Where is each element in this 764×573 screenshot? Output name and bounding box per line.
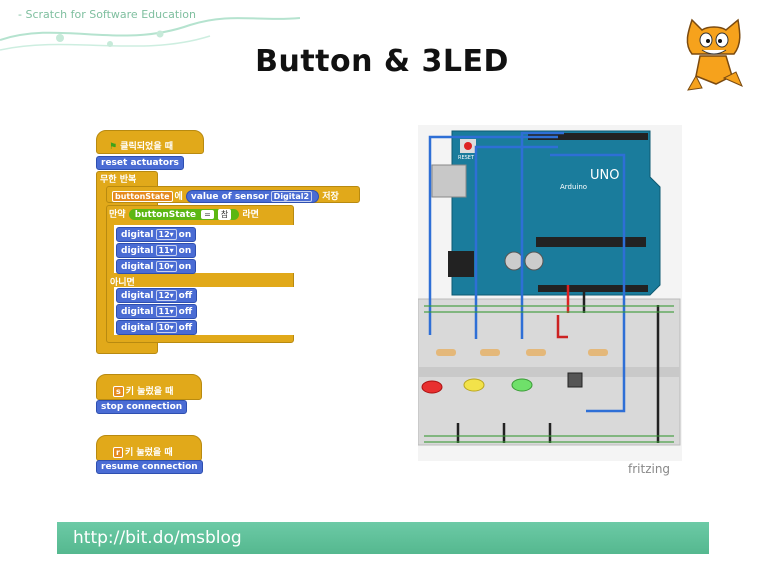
set-to-label: 에 [174, 192, 183, 202]
key-hat-label-1: 키 눌렀을 때 [125, 387, 174, 397]
green-flag-icon: ⚑ [109, 142, 118, 152]
set-var-dropdown[interactable]: buttonState [112, 191, 173, 202]
wire-2 [474, 145, 558, 339]
pin-dropdown[interactable]: 10▾ [155, 322, 177, 333]
digital-on-label: digital [121, 230, 154, 240]
pin-dropdown[interactable]: 11▾ [155, 306, 177, 317]
digital-off-state: off [178, 323, 193, 333]
arduino-board [451, 130, 661, 296]
digital-off-state: off [178, 291, 193, 301]
if-header: 만약 buttonState =참 라면 [109, 207, 259, 220]
resume-connection-block[interactable]: resume connection [96, 460, 203, 474]
forever-label: 무한 반복 [100, 175, 137, 185]
header-tag: - Scratch for Software Education [18, 8, 196, 21]
digital-on-label: digital [121, 262, 154, 272]
digital-on-state: on [178, 230, 192, 240]
wire-1 [428, 135, 558, 335]
resistors [436, 349, 608, 356]
set-save-label: 저장 [322, 192, 339, 202]
board-brand: Arduino [560, 183, 587, 191]
push-button [567, 372, 583, 388]
board-logo: UNO [590, 168, 619, 183]
digital-on-state: on [178, 246, 192, 256]
sensor-dropdown[interactable]: Digital2 [270, 191, 313, 202]
pin-dropdown[interactable]: 11▾ [155, 245, 177, 256]
digital-off-label: digital [121, 323, 154, 333]
wire-4 [550, 153, 626, 413]
wire-dark [582, 285, 660, 443]
condition-reporter[interactable]: buttonState =참 [128, 209, 240, 220]
key-dropdown-1[interactable]: s [113, 386, 124, 397]
condition-value[interactable]: 참 [217, 209, 232, 220]
digital-on-state: on [178, 262, 192, 272]
key-hat-label-2: 키 눌렀을 때 [124, 448, 173, 458]
pin-dropdown[interactable]: 12▾ [155, 290, 177, 301]
if-label: 만약 [109, 210, 126, 220]
flag-hat-block[interactable]: ⚑ 클릭되었을 때 [96, 130, 204, 154]
circuit-diagram: RESET UNO Arduino [418, 125, 682, 461]
fritzing-watermark: fritzing [628, 462, 671, 476]
led-yellow [463, 378, 485, 392]
led-green [511, 378, 533, 392]
pin-dropdown[interactable]: 10▾ [155, 261, 177, 272]
if-then-label: 라면 [242, 210, 259, 220]
key-dropdown-2[interactable]: r [113, 447, 123, 458]
url-bar[interactable]: http://bit.do/msblog [57, 522, 709, 554]
sensor-label: value of sensor [190, 192, 269, 202]
flag-hat-label: 클릭되었을 때 [120, 142, 174, 152]
else-label: 아니면 [110, 278, 135, 288]
condition-eq: = [201, 210, 214, 219]
digital-off-label: digital [121, 307, 154, 317]
scratch-cat-icon [686, 18, 743, 91]
pin-dropdown[interactable]: 12▾ [155, 229, 177, 240]
stop-connection-block[interactable]: stop connection [96, 400, 188, 414]
digital-off-label: digital [121, 291, 154, 301]
header-decoration [0, 17, 300, 51]
led-red [421, 380, 443, 394]
reset-actuators-block[interactable]: reset actuators [96, 156, 184, 170]
page-title: Button & 3LED [255, 44, 509, 79]
digital-off-state: off [178, 307, 193, 317]
condition-var: buttonState [134, 210, 197, 220]
reset-label: RESET [458, 155, 475, 161]
wire-3 [520, 131, 564, 339]
digital-on-label: digital [121, 246, 154, 256]
